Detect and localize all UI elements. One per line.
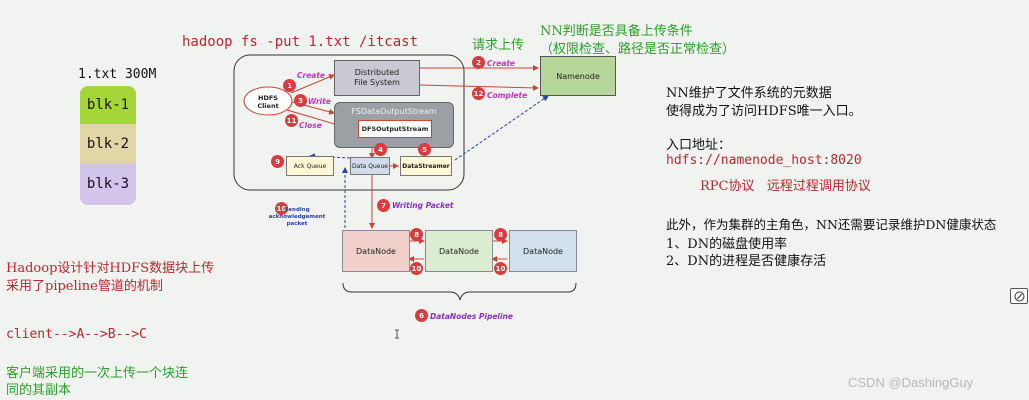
step-10-badge: 10: [275, 202, 288, 215]
datanode-a: DataNode: [342, 230, 410, 272]
step-12-badge: 12: [472, 87, 485, 100]
nn-check-line-1: NN判断是否具备上传条件: [540, 24, 693, 39]
step-8a-badge: 8: [410, 228, 423, 241]
pen-circle-icon: [1014, 291, 1024, 301]
fsdataoutputstream-label: FSDataOutputStream: [351, 107, 437, 116]
pipeline-note-line-1: Hadoop设计针对HDFS数据块上传: [6, 261, 215, 276]
pipeline-label: DataNodes Pipeline: [430, 312, 513, 321]
step-10a-badge: 10: [410, 262, 423, 275]
write-label: Write: [308, 97, 331, 106]
step-2-badge: 2: [472, 56, 485, 69]
step-1-badge: 1: [283, 79, 296, 92]
watermark: CSDN @DashingGuy: [848, 375, 974, 390]
step-8b-badge: 8: [494, 228, 507, 241]
ack-queue-node: Ack Queue: [286, 156, 334, 176]
entry-address: hdfs://namenode_host:8020: [666, 153, 862, 168]
client-note-line-2: 同的其副本: [6, 383, 72, 398]
close-label: Close: [299, 121, 322, 130]
step-11-badge: 11: [285, 114, 298, 127]
nn-check-line-2: （权限检查、路径是否正常检查）: [540, 42, 736, 57]
create-label: Create: [297, 71, 326, 80]
master-role-note: 此外，作为集群的主角色，NN还需要记录维护DN健康状态: [666, 217, 997, 232]
datanode-c: DataNode: [509, 230, 577, 272]
nn-meta-line-2: 使得成为了访问HDFS唯一入口。: [666, 104, 862, 119]
step-7-badge: 7: [377, 199, 390, 212]
sending-ack-label: Sending acknowledgement packet: [268, 207, 326, 227]
dfsoutputstream-node: DFSOutputStream: [358, 120, 432, 138]
flow-text: client-->A-->B-->C: [6, 327, 147, 342]
writing-packet-label: Writing Packet: [392, 201, 454, 210]
step-9-badge: 9: [271, 155, 284, 168]
command-text: hadoop fs -put 1.txt /itcast: [182, 34, 419, 50]
pipeline-note-line-2: 采用了pipeline管道的机制: [6, 279, 163, 294]
namenode-node: Namenode: [540, 56, 616, 96]
request-upload-text: 请求上传: [472, 38, 525, 53]
step-6-badge: 6: [415, 309, 428, 322]
block-1: blk-1: [80, 86, 136, 124]
datanode-b: DataNode: [425, 230, 493, 272]
dn-item-1: 1、DN的磁盘使用率: [666, 237, 788, 252]
entry-label: 入口地址：: [666, 138, 732, 153]
data-queue-node: Data Queue: [350, 157, 390, 175]
data-streamer-node: DataStreamer: [400, 156, 452, 176]
client-note-line-1: 客户端采用的一次上传一个块连: [6, 366, 189, 381]
annotate-tool-button[interactable]: [1010, 288, 1028, 304]
step-3-badge: 3: [294, 94, 307, 107]
dn-item-2: 2、DN的进程是否健康存活: [666, 254, 827, 269]
step-4-badge: 4: [374, 143, 387, 156]
step-5-badge: 5: [418, 143, 431, 156]
hdfs-client-node: HDFS Client: [257, 94, 279, 110]
rpc-note: RPC协议 远程过程调用协议: [700, 179, 871, 194]
block-3: blk-3: [80, 163, 136, 205]
step-10b-badge: 10: [494, 262, 507, 275]
file-label: 1.txt 300M: [78, 67, 157, 82]
nn-meta-line-1: NN维护了文件系统的元数据: [666, 86, 832, 101]
block-2: blk-2: [80, 124, 136, 163]
distributed-fs-node: Distributed File System: [334, 60, 420, 96]
complete-label: Complete: [487, 91, 528, 100]
namenode-create-label: Create: [487, 59, 516, 68]
